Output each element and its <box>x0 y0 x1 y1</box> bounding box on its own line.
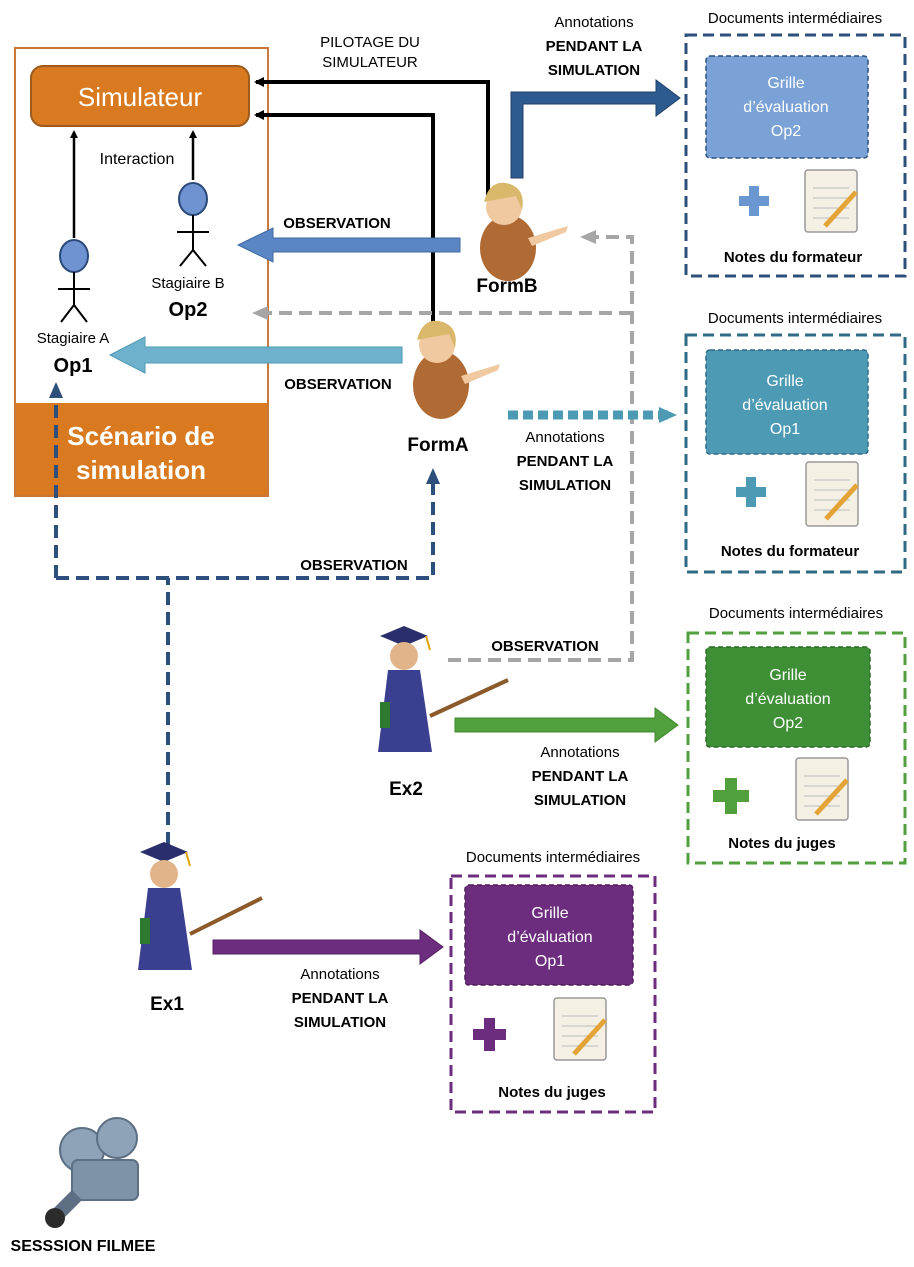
formb-label: FormB <box>476 276 537 297</box>
plus-icon <box>736 477 766 507</box>
interaction-label: Interaction <box>100 151 175 168</box>
notepad-icon <box>804 169 858 233</box>
grid-card-1-line3: Op2 <box>771 123 801 140</box>
documents-forma: Documents intermédiaires Grille d’évalua… <box>684 310 907 574</box>
observation-label-ex2: OBSERVATION <box>491 638 599 655</box>
trainee-a-figure <box>58 239 90 323</box>
trainee-b-op: Op2 <box>169 299 208 321</box>
grid-card-4-line3: Op1 <box>535 953 565 970</box>
scenario-line1: Scénario de <box>67 421 214 451</box>
observation-label-ex1: OBSERVATION <box>300 557 408 574</box>
notes-label-2: Notes du formateur <box>721 543 860 560</box>
formb-trainer-icon <box>480 182 568 281</box>
annotation-ex1-line1: Annotations <box>300 966 379 983</box>
annotation-forma-line2: PENDANT LA <box>517 453 614 470</box>
observation-arrow-forma <box>108 336 403 374</box>
annotation-forma-line3: SIMULATION <box>519 477 611 494</box>
session-label: SESSSION FILMEE <box>11 1238 156 1255</box>
observation-path-ex2 <box>252 230 634 662</box>
grid-card-4 <box>464 884 634 986</box>
plus-icon <box>739 186 769 216</box>
annotation-ex1-line2: PENDANT LA <box>292 990 389 1007</box>
grid-card-1-line1: Grille <box>767 75 804 92</box>
ex2-expert-icon <box>378 626 509 752</box>
grid-card-2-line3: Op1 <box>770 421 800 438</box>
observation-path-ex1 <box>49 382 440 845</box>
notes-label-3: Notes du juges <box>728 835 836 852</box>
annotation-formb-line1: Annotations <box>554 14 633 31</box>
plus-icon <box>473 1018 506 1051</box>
simulation-block: Simulateur Scénario de simulation Intera… <box>14 47 269 497</box>
annotation-arrow-formb <box>510 79 681 179</box>
grid-card-3-line1: Grille <box>769 667 806 684</box>
annotation-forma-line1: Annotations <box>525 429 604 446</box>
film-camera-icon <box>45 1117 139 1228</box>
forma-label: FormA <box>407 435 469 456</box>
annotation-arrow-ex1 <box>212 929 444 965</box>
trainee-a-op: Op1 <box>54 355 93 377</box>
notes-label-4: Notes du juges <box>498 1084 606 1101</box>
annotation-formb-line2: PENDANT LA <box>546 38 643 55</box>
forma-trainer-icon <box>413 320 500 419</box>
pilotage-line1: PILOTAGE DU <box>320 34 420 51</box>
annotation-arrow-ex2 <box>454 707 679 743</box>
grid-card-3-line3: Op2 <box>773 715 803 732</box>
observation-arrow-formb <box>236 227 461 263</box>
ex2-label: Ex2 <box>389 779 423 800</box>
trainee-b-figure <box>177 182 209 267</box>
observation-label-formb: OBSERVATION <box>283 215 391 232</box>
trainee-b-label: Stagiaire B <box>151 275 224 292</box>
notepad-icon <box>805 461 859 527</box>
ex1-label: Ex1 <box>150 994 184 1015</box>
annotation-ex2-line3: SIMULATION <box>534 792 626 809</box>
trainee-a-label: Stagiaire A <box>37 330 110 347</box>
documents-formb: Documents intermédiaires Grille d’évalua… <box>684 10 907 278</box>
annotation-formb-line3: SIMULATION <box>548 62 640 79</box>
observation-label-forma: OBSERVATION <box>284 376 392 393</box>
notes-label-1: Notes du formateur <box>724 249 863 266</box>
pilotage-line2: SIMULATEUR <box>322 54 418 71</box>
documents-ex2: Documents intermédiaires Grille d’évalua… <box>686 605 907 865</box>
annotation-ex2-line1: Annotations <box>540 744 619 761</box>
grid-card-2 <box>705 349 869 455</box>
grid-card-3-line2: d’évaluation <box>745 691 830 708</box>
scenario-line2: simulation <box>76 455 206 485</box>
grid-card-4-line2: d’évaluation <box>507 929 592 946</box>
documents-header-1: Documents intermédiaires <box>708 10 882 27</box>
annotation-ex2-line2: PENDANT LA <box>532 768 629 785</box>
plus-icon <box>713 778 749 814</box>
ex1-expert-icon <box>138 842 263 970</box>
documents-header-2: Documents intermédiaires <box>708 310 882 327</box>
annotation-ex1-line3: SIMULATION <box>294 1014 386 1031</box>
documents-header-3: Documents intermédiaires <box>709 605 883 622</box>
grid-card-1-line2: d’évaluation <box>743 99 828 116</box>
grid-card-4-line1: Grille <box>531 905 568 922</box>
grid-card-3 <box>705 646 871 748</box>
notepad-icon <box>553 997 607 1061</box>
grid-card-1 <box>705 55 869 159</box>
pilotage-arrows <box>254 77 490 330</box>
documents-header-4: Documents intermédiaires <box>466 849 640 866</box>
notepad-icon <box>795 757 849 821</box>
grid-card-2-line1: Grille <box>766 373 803 390</box>
documents-ex1: Documents intermédiaires Grille d’évalua… <box>449 849 657 1114</box>
grid-card-2-line2: d’évaluation <box>742 397 827 414</box>
simulator-title: Simulateur <box>78 82 203 112</box>
simulator-box <box>30 65 250 127</box>
